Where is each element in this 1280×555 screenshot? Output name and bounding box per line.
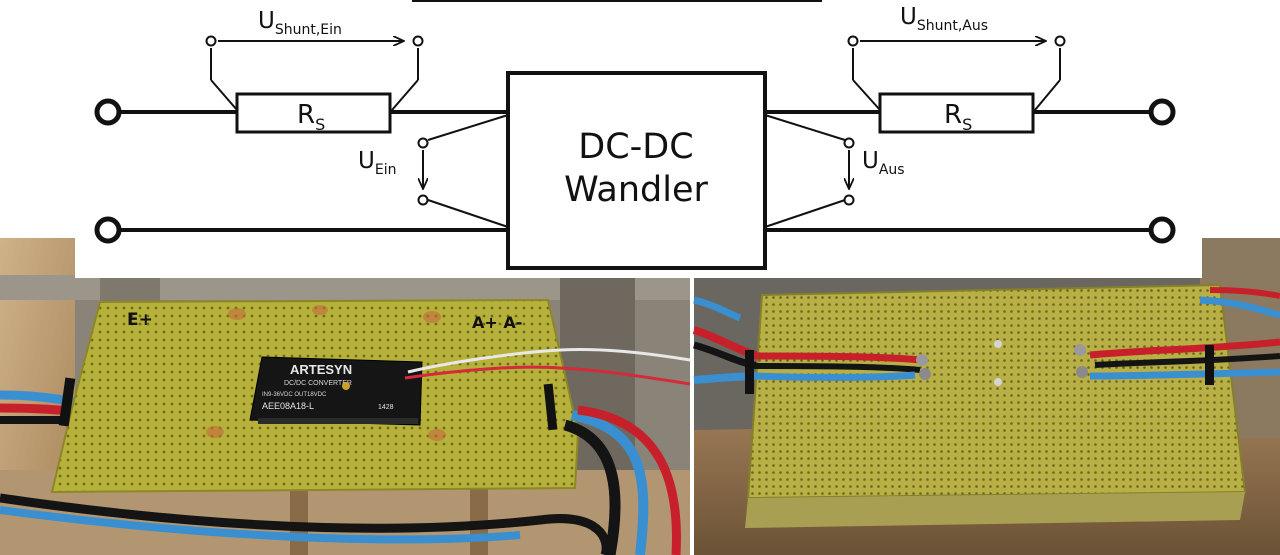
perfboard-right — [746, 283, 1247, 500]
module-line2: IN9-36VDC OUT18VDC — [262, 392, 327, 398]
u-out-label: U — [862, 148, 879, 174]
module-part: AEE08A18-L — [262, 401, 314, 411]
block-line1: DC-DC — [578, 127, 693, 167]
u-shunt-out-sub: Shunt,Aus — [917, 18, 988, 34]
svg-text:UAus: UAus — [862, 148, 905, 178]
module-code: 1428 — [378, 404, 394, 411]
u-shunt-in-label: U — [258, 8, 275, 34]
terminal-in-top — [94, 98, 122, 126]
terminal-out-bottom — [1148, 216, 1176, 244]
resistor-out — [878, 92, 1035, 134]
u-in-label: U — [358, 148, 375, 174]
resistor-in — [235, 92, 392, 134]
terminal-out-top — [1148, 98, 1176, 126]
photo-right — [692, 238, 1280, 555]
module-line1: DC/DC CONVERTER — [284, 380, 352, 387]
block-line2: Wandler — [564, 170, 708, 210]
u-in-sub: Ein — [375, 162, 397, 178]
u-shunt-out-label: U — [900, 4, 917, 30]
svg-text:UEin: UEin — [358, 148, 396, 178]
u-shunt-in-sub: Shunt,Ein — [275, 22, 342, 38]
photo-divider — [690, 238, 694, 555]
svg-text:RS: RS — [297, 100, 325, 134]
u-out-sub: Aus — [879, 162, 905, 178]
terminal-in-bottom — [94, 216, 122, 244]
resistor-in-label: R — [297, 100, 315, 130]
photo-left: E+ A+ A- ARTESYN DC/DC CONVERTER IN9-36V… — [0, 238, 691, 555]
svg-text:UShunt,Aus: UShunt,Aus — [900, 4, 988, 34]
board-mark-left: E+ — [127, 310, 153, 330]
resistor-out-label: R — [944, 100, 962, 130]
resistor-out-sub: S — [962, 115, 972, 134]
dc-dc-module: ARTESYN DC/DC CONVERTER IN9-36VDC OUT18V… — [249, 356, 423, 426]
svg-text:RS: RS — [944, 100, 972, 134]
dc-dc-block — [506, 71, 767, 270]
resistor-in-sub: S — [315, 115, 325, 134]
board-mark-right: A+ A- — [472, 313, 522, 332]
schematic: RS RS DC-DC Wandler UShunt,Ein UShunt,Au… — [94, 0, 1176, 270]
module-brand: ARTESYN — [290, 362, 352, 377]
svg-text:UShunt,Ein: UShunt,Ein — [258, 8, 342, 38]
